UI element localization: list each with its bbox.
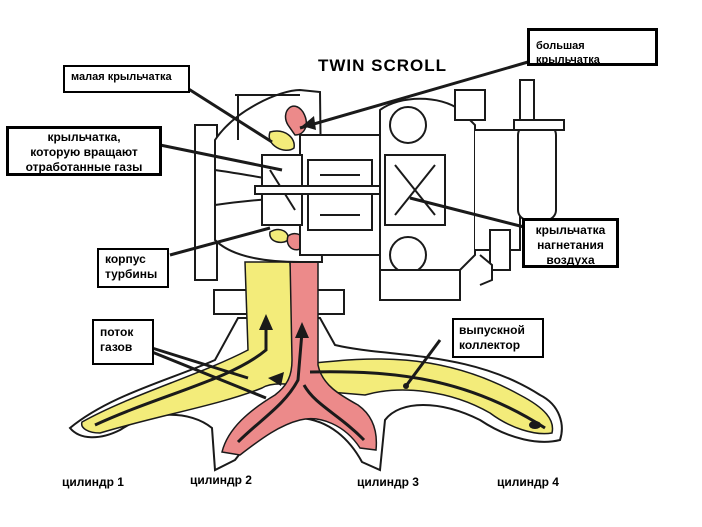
leader-arrowheads — [302, 116, 316, 130]
flow-arrowheads — [259, 314, 309, 386]
label-exhaust-impeller: крыльчатка, которую вращают отработанные… — [6, 126, 162, 176]
compressor-housing — [379, 89, 521, 301]
lower-scroll-yellow — [269, 228, 289, 244]
yellow-gas-flow — [80, 261, 554, 435]
label-exhaust-manifold: выпускной коллектор — [452, 318, 544, 358]
cylinder-1-label: цилиндр 1 — [62, 475, 124, 489]
label-small-impeller: малая крыльчатка — [63, 65, 190, 93]
diagram-title: TWIN SCROLL — [318, 56, 448, 75]
manifold-port-4 — [529, 421, 541, 429]
wastegate-actuator — [513, 79, 565, 221]
cylinder-4-label: цилиндр 4 — [497, 475, 559, 489]
cylinder-2-label: цилиндр 2 — [190, 473, 252, 487]
cylinder-3-label: цилиндр 3 — [357, 475, 419, 489]
flow-arrows — [94, 322, 546, 444]
label-turbine-housing: корпус турбины — [97, 248, 169, 288]
label-gas-flow: поток газов — [92, 319, 154, 365]
leader-lines — [151, 60, 529, 400]
label-large-impeller: большая крыльчатка — [527, 28, 658, 66]
label-compressor-impeller: крыльчатка нагнетания воздуха — [522, 218, 619, 268]
